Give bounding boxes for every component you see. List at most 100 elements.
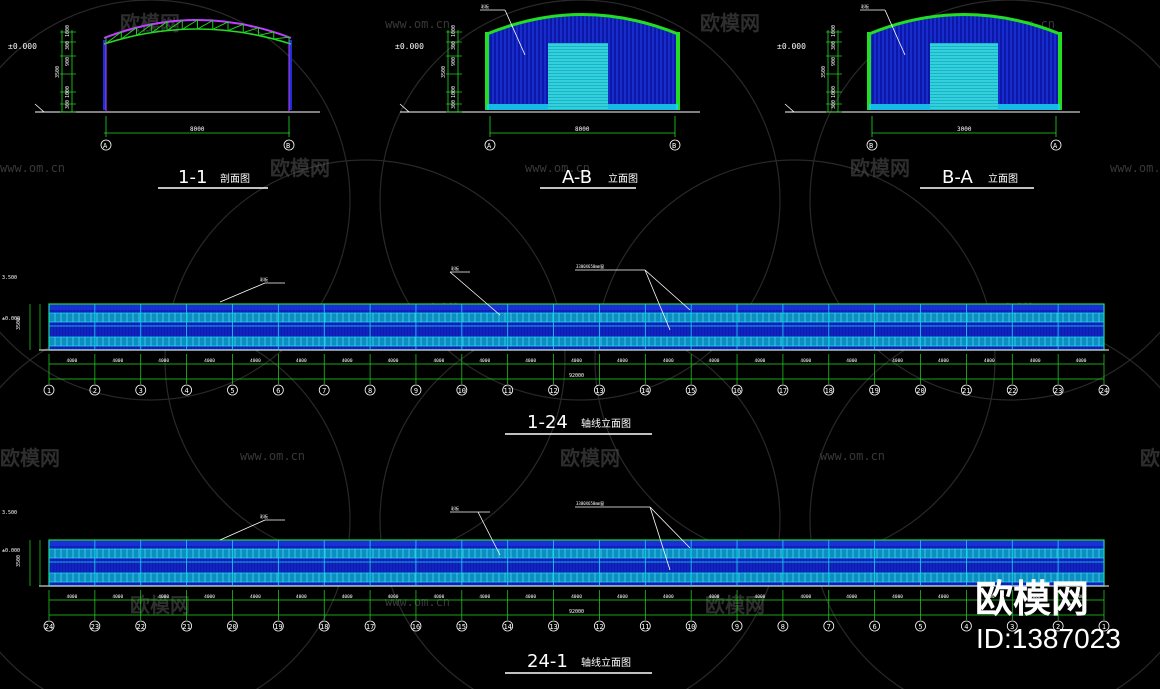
axis-label: 20 [228, 623, 236, 631]
watermark-texts: 欧模网 www.om.cn 欧模网 www.om.cn www.om.cn 欧模… [0, 11, 1160, 617]
watermark-brand: 欧模网 [850, 156, 910, 180]
axis-label: 19 [274, 623, 282, 631]
axis-label: 23 [91, 623, 99, 631]
ground-level: ±0.000 [8, 42, 37, 51]
watermark-url: www.om.cn [0, 161, 65, 175]
view-title-number: 1-24 [527, 412, 568, 433]
axis-label: 14 [641, 387, 649, 395]
level-top: 3.500 [2, 510, 17, 516]
ground-level: ±0.000 [777, 42, 806, 51]
axis-label: 24 [1100, 387, 1108, 395]
view-title-number: 24-1 [527, 651, 568, 672]
bay-dimension: 4000 [388, 594, 399, 600]
axis-label: A [103, 142, 108, 150]
bay-dimension: 4000 [846, 358, 857, 364]
axis-label: 6 [873, 623, 877, 631]
height-dimension: 300 [831, 41, 837, 50]
height-dimension: 300 [831, 100, 837, 109]
bay-dimension: 4000 [67, 594, 78, 600]
height-dimension: 1000 [451, 25, 457, 37]
level-top: 3.500 [2, 275, 17, 281]
axis-label: 13 [595, 387, 603, 395]
view-title-suffix: 轴线立面图 [581, 417, 631, 430]
height-dimension: 300 [65, 41, 71, 50]
height-dimension: 300 [451, 41, 457, 50]
bay-dimension: 4000 [388, 358, 399, 364]
bay-dimension: 4000 [479, 594, 490, 600]
bay-dimension: 4000 [984, 594, 995, 600]
bay-dimension: 4000 [846, 594, 857, 600]
view-title-suffix: 立面图 [988, 172, 1018, 185]
watermark-brand: 欧模网 [120, 11, 180, 35]
total-dimension: 92000 [569, 373, 584, 379]
brand-logo: 欧模网 ID:1387023 [975, 579, 1121, 654]
bay-dimension: 4000 [1076, 594, 1087, 600]
height-dimension: 900 [65, 57, 71, 66]
axis-label: 10 [458, 387, 466, 395]
height-dimension: 1000 [831, 86, 837, 98]
height-dimension: 1000 [451, 86, 457, 98]
axis-label: 1 [47, 387, 51, 395]
height-dimension: 1000 [65, 86, 71, 98]
level-ground: ±0.000 [2, 548, 20, 554]
axis-label: 24 [45, 623, 53, 631]
long-elevation-body: 1400024000340004400054000640007400084000… [29, 303, 1110, 396]
watermark-brand: 欧模网 [1140, 446, 1160, 470]
brand-logo-text: 欧模网 [975, 579, 1089, 621]
axis-label: 12 [549, 387, 557, 395]
bay-dimension: 4000 [204, 594, 215, 600]
axis-label: 6 [276, 387, 280, 395]
axis-label: A [487, 142, 492, 150]
axis-label: 4 [964, 623, 968, 631]
watermark-url: www.om.cn [385, 595, 450, 609]
axis-label: 12 [595, 623, 603, 631]
axis-label: 22 [1008, 387, 1016, 395]
view-title-suffix: 剖面图 [220, 172, 250, 185]
axis-label: 7 [322, 387, 326, 395]
model-id: ID:1387023 [976, 623, 1121, 654]
material-note: 彩板 [451, 505, 459, 511]
bay-dimension: 4000 [571, 358, 582, 364]
material-note: 彩板 [260, 276, 268, 282]
height-dimension: 900 [451, 57, 457, 66]
bay-dimension: 4000 [938, 358, 949, 364]
height-dimension: 3500 [821, 66, 827, 78]
height-dimension: 1000 [65, 25, 71, 37]
watermark-url: www.om.cn [240, 449, 305, 463]
axis-label: 7 [827, 623, 831, 631]
axis-label: 11 [503, 387, 511, 395]
axis-label: A [1053, 142, 1058, 150]
bay-dimension: 4000 [617, 594, 628, 600]
bay-dimension: 4000 [250, 594, 261, 600]
bay-dimension: 4000 [892, 594, 903, 600]
span-dimension: 3000 [957, 126, 972, 133]
view-title-number: B-A [942, 167, 973, 188]
span-dimension: 8000 [575, 126, 590, 133]
watermark-brand: 欧模网 [705, 593, 765, 617]
watermark-brand: 欧模网 [0, 446, 60, 470]
axis-label: B [672, 142, 676, 150]
elevation-1-24: 3.500 ±0.000 3500 1400024000340004400054… [2, 263, 1110, 435]
long-elevation-body: 2440002340002240002140002040001940001840… [29, 539, 1110, 632]
axis-label: 5 [230, 387, 234, 395]
axis-label: 17 [366, 623, 374, 631]
axis-label: B [286, 142, 290, 150]
bay-dimension: 4000 [250, 358, 261, 364]
bay-dimension: 4000 [342, 358, 353, 364]
bay-dimension: 4000 [342, 594, 353, 600]
axis-label: 16 [412, 623, 420, 631]
axis-label: 19 [870, 387, 878, 395]
axis-label: 23 [1054, 387, 1062, 395]
axis-label: 3 [139, 387, 143, 395]
bay-dimension: 4000 [755, 358, 766, 364]
bay-dimension: 4000 [663, 358, 674, 364]
axis-label: 20 [916, 387, 924, 395]
bay-dimension: 4000 [709, 358, 720, 364]
bay-dimension: 4000 [433, 358, 444, 364]
ground-level: ±0.000 [395, 42, 424, 51]
bay-dimension: 4000 [663, 594, 674, 600]
